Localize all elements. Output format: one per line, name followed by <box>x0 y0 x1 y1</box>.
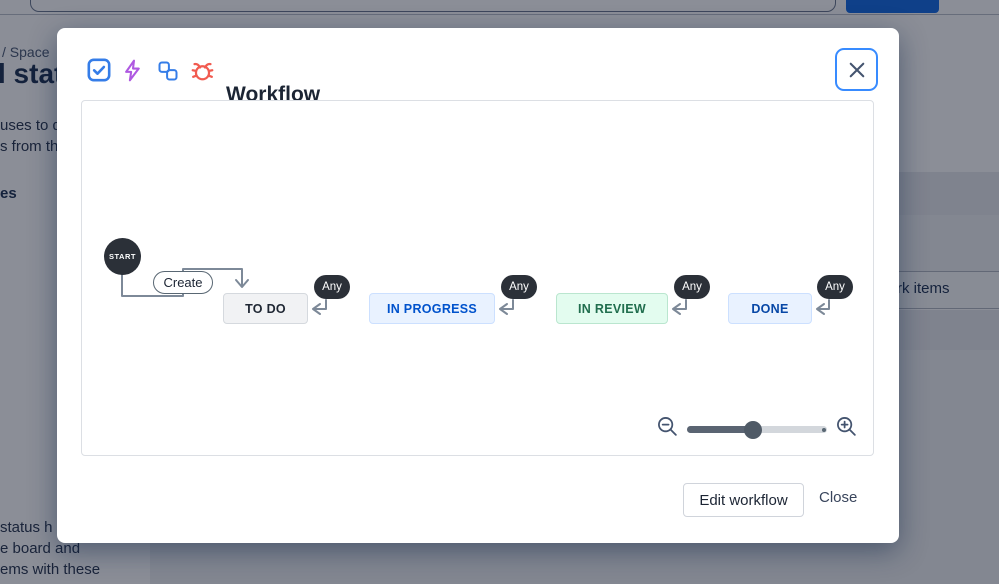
zoom-in-icon[interactable] <box>835 415 858 443</box>
page-title: l stat <box>0 58 64 89</box>
create-transition-label[interactable]: Create <box>153 271 213 294</box>
status-node-done[interactable]: DONE <box>728 293 812 324</box>
task-icon <box>86 57 112 88</box>
breadcrumb: / Space <box>2 44 50 60</box>
any-transition-label[interactable]: Any <box>314 275 350 299</box>
edit-workflow-button[interactable]: Edit workflow <box>683 483 804 517</box>
any-transition-label[interactable]: Any <box>501 275 537 299</box>
zoom-controls <box>656 415 861 441</box>
status-node-todo[interactable]: TO DO <box>223 293 308 324</box>
table-header-label: rk items <box>897 280 950 297</box>
any-transition-label[interactable]: Any <box>817 275 853 299</box>
bug-icon <box>189 57 216 89</box>
page-description-line: s from th <box>0 138 59 155</box>
subtask-icon <box>156 59 180 88</box>
close-modal-button[interactable]: Close <box>815 489 861 506</box>
section-label: es <box>0 185 17 202</box>
workflow-modal: Workflow START Create TO DO IN PROGRESS … <box>57 28 899 543</box>
zoom-slider-thumb[interactable] <box>744 420 762 439</box>
status-node-in-progress[interactable]: IN PROGRESS <box>369 293 495 324</box>
footer-text-line: ems with these <box>0 561 101 578</box>
status-node-in-review[interactable]: IN REVIEW <box>556 293 668 324</box>
zoom-out-icon[interactable] <box>656 415 679 443</box>
close-button[interactable] <box>835 48 878 91</box>
workflow-canvas[interactable]: START Create TO DO IN PROGRESS IN REVIEW… <box>81 100 874 456</box>
footer-text-line: e board and <box>0 540 81 557</box>
close-icon <box>849 62 864 77</box>
any-transition-label[interactable]: Any <box>674 275 710 299</box>
topbar-primary-button <box>846 0 939 13</box>
zoom-slider-marker <box>822 427 826 432</box>
zoom-slider-fill <box>687 426 753 433</box>
start-node[interactable]: START <box>104 238 141 275</box>
lightning-icon <box>120 58 145 88</box>
page-description-line: uses to d <box>0 117 61 134</box>
footer-text-line: status h <box>0 519 53 536</box>
topbar-divider <box>0 14 999 15</box>
